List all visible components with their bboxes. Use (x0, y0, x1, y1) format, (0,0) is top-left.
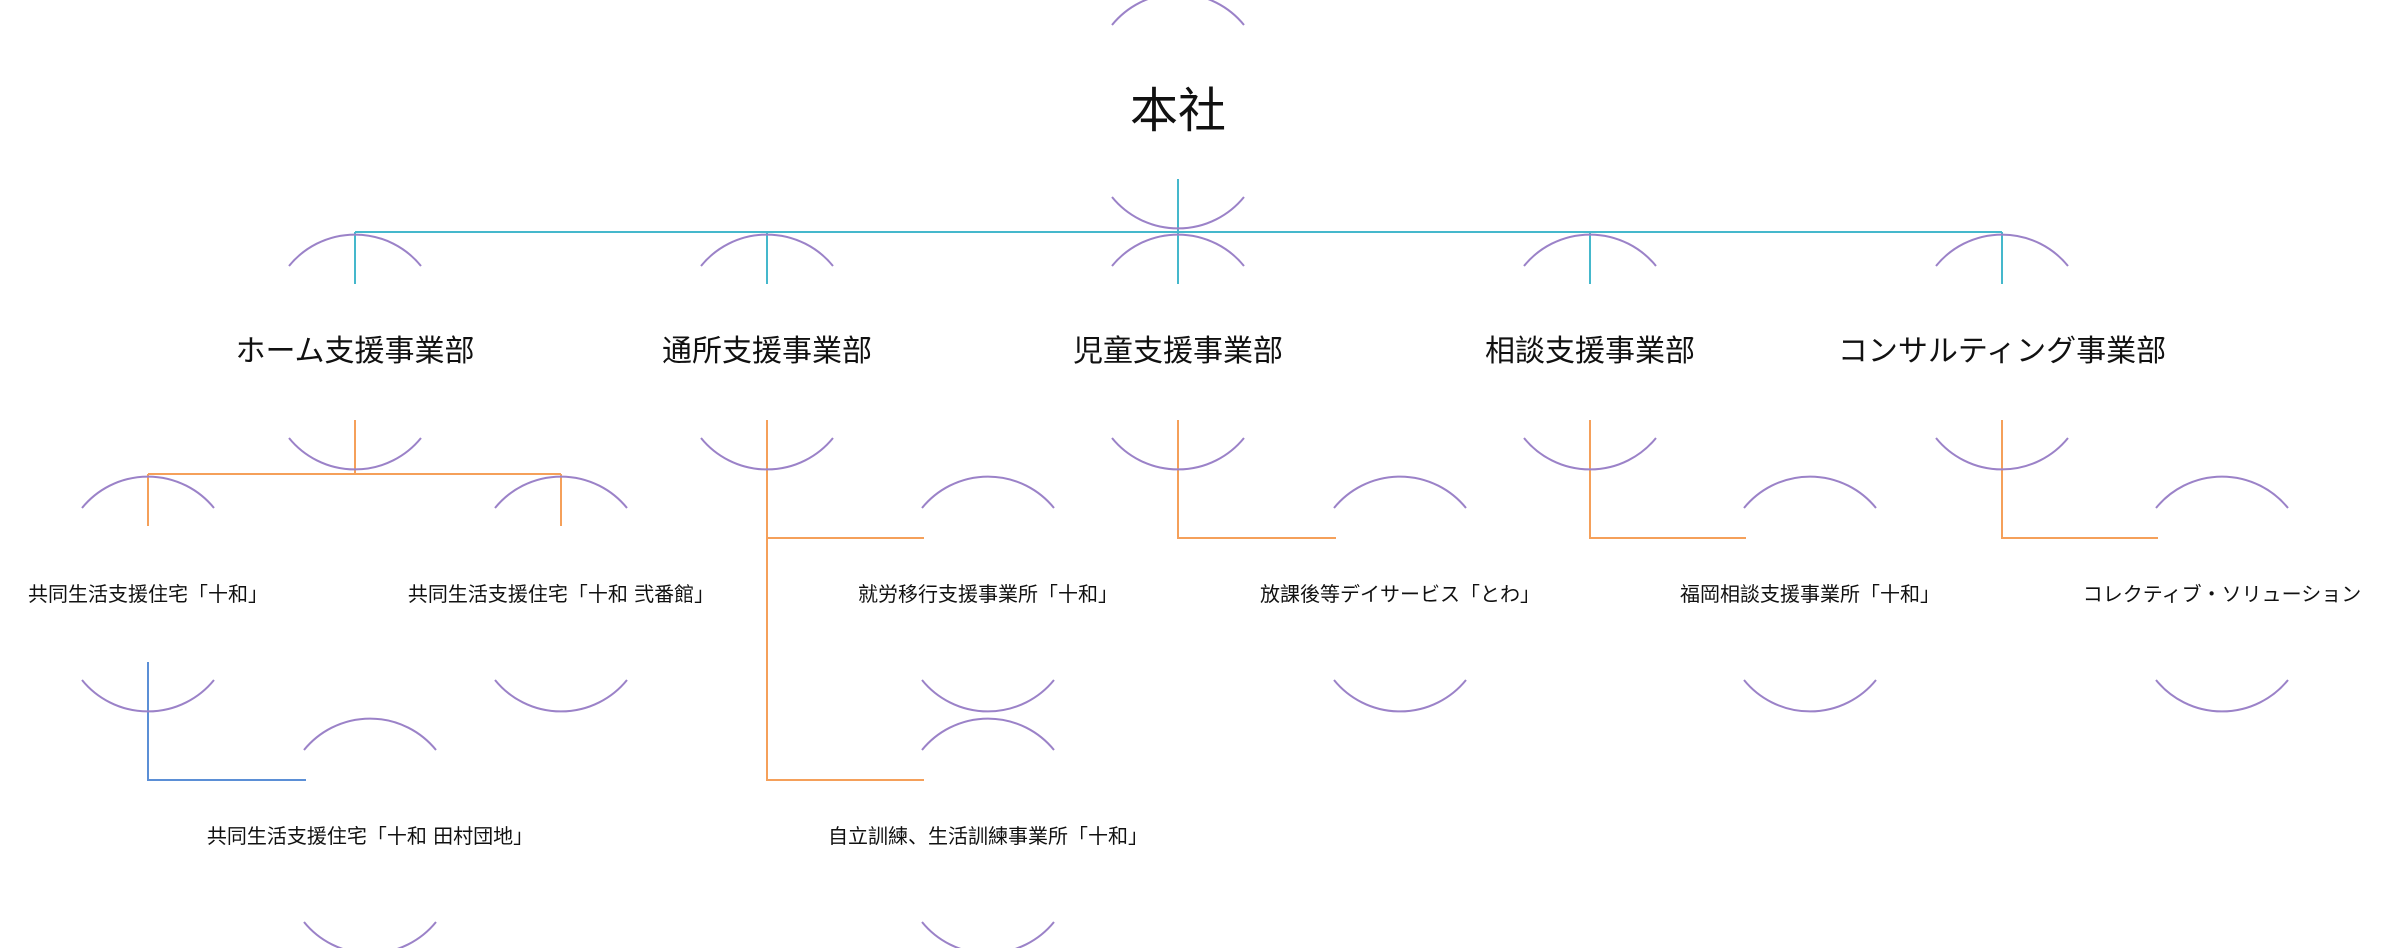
node-arc-top-home-nibankan (494, 475, 628, 509)
node-arc-top-tsusho-jiritsu (921, 717, 1055, 751)
node-label-home-towa: 共同生活支援住宅「十和」 (28, 582, 268, 606)
node-arc-bottom-honsha (1111, 196, 1245, 230)
node-arc-bottom-home-towa (81, 679, 215, 713)
node-arc-top-tsusho-shuro (921, 475, 1055, 509)
node-arc-top-home-tamura (303, 717, 437, 751)
node-label-tsusho: 通所支援事業部 (662, 334, 872, 369)
connector-to-consulting-collective (2001, 420, 2158, 539)
node-label-consulting: コンサルティング事業部 (1837, 334, 2167, 369)
node-arc-bottom-home (288, 437, 422, 471)
node-arc-top-sodan (1523, 233, 1657, 267)
node-label-sodan-fukuoka: 福岡相談支援事業所「十和」 (1680, 582, 1940, 606)
node-arc-bottom-jido-hokago (1333, 679, 1467, 713)
node-arc-bottom-home-nibankan (494, 679, 628, 713)
node-label-sodan: 相談支援事業部 (1485, 334, 1695, 369)
node-arc-bottom-tsusho-shuro (921, 679, 1055, 713)
node-label-tsusho-jiritsu: 自立訓練、生活訓練事業所「十和」 (828, 824, 1148, 848)
node-arc-bottom-home-tamura (303, 921, 437, 948)
node-arc-top-jido (1111, 233, 1245, 267)
node-label-honsha: 本社 (1129, 83, 1227, 139)
connector-to-home-tamura (147, 662, 306, 781)
connector-to-tsusho-jiritsu (766, 420, 924, 781)
node-arc-top-consulting (1935, 233, 2069, 267)
node-label-home-tamura: 共同生活支援住宅「十和 田村団地」 (206, 824, 534, 848)
node-arc-top-jido-hokago (1333, 475, 1467, 509)
node-arc-top-honsha (1111, 0, 1245, 26)
connector-to-jido-hokago (1177, 420, 1336, 539)
node-arc-top-consulting-collective (2155, 475, 2289, 509)
node-label-tsusho-shuro: 就労移行支援事業所「十和」 (858, 582, 1118, 606)
node-arc-bottom-tsusho-jiritsu (921, 921, 1055, 948)
node-arc-bottom-tsusho (700, 437, 834, 471)
node-label-consulting-collective: コレクティブ・ソリューション (2082, 582, 2362, 606)
node-label-home: ホーム支援事業部 (235, 334, 475, 369)
node-arc-top-home-towa (81, 475, 215, 509)
node-arc-bottom-consulting (1935, 437, 2069, 471)
node-arc-top-tsusho (700, 233, 834, 267)
node-label-home-nibankan: 共同生活支援住宅「十和 弐番館」 (407, 582, 715, 606)
node-label-jido: 児童支援事業部 (1073, 334, 1283, 369)
node-arc-bottom-consulting-collective (2155, 679, 2289, 713)
node-arc-bottom-sodan-fukuoka (1743, 679, 1877, 713)
node-label-jido-hokago: 放課後等デイサービス「とわ」 (1260, 582, 1540, 606)
node-arc-top-home (288, 233, 422, 267)
node-arc-bottom-jido (1111, 437, 1245, 471)
connector-to-sodan-fukuoka (1589, 420, 1746, 539)
node-arc-top-sodan-fukuoka (1743, 475, 1877, 509)
node-arc-bottom-sodan (1523, 437, 1657, 471)
